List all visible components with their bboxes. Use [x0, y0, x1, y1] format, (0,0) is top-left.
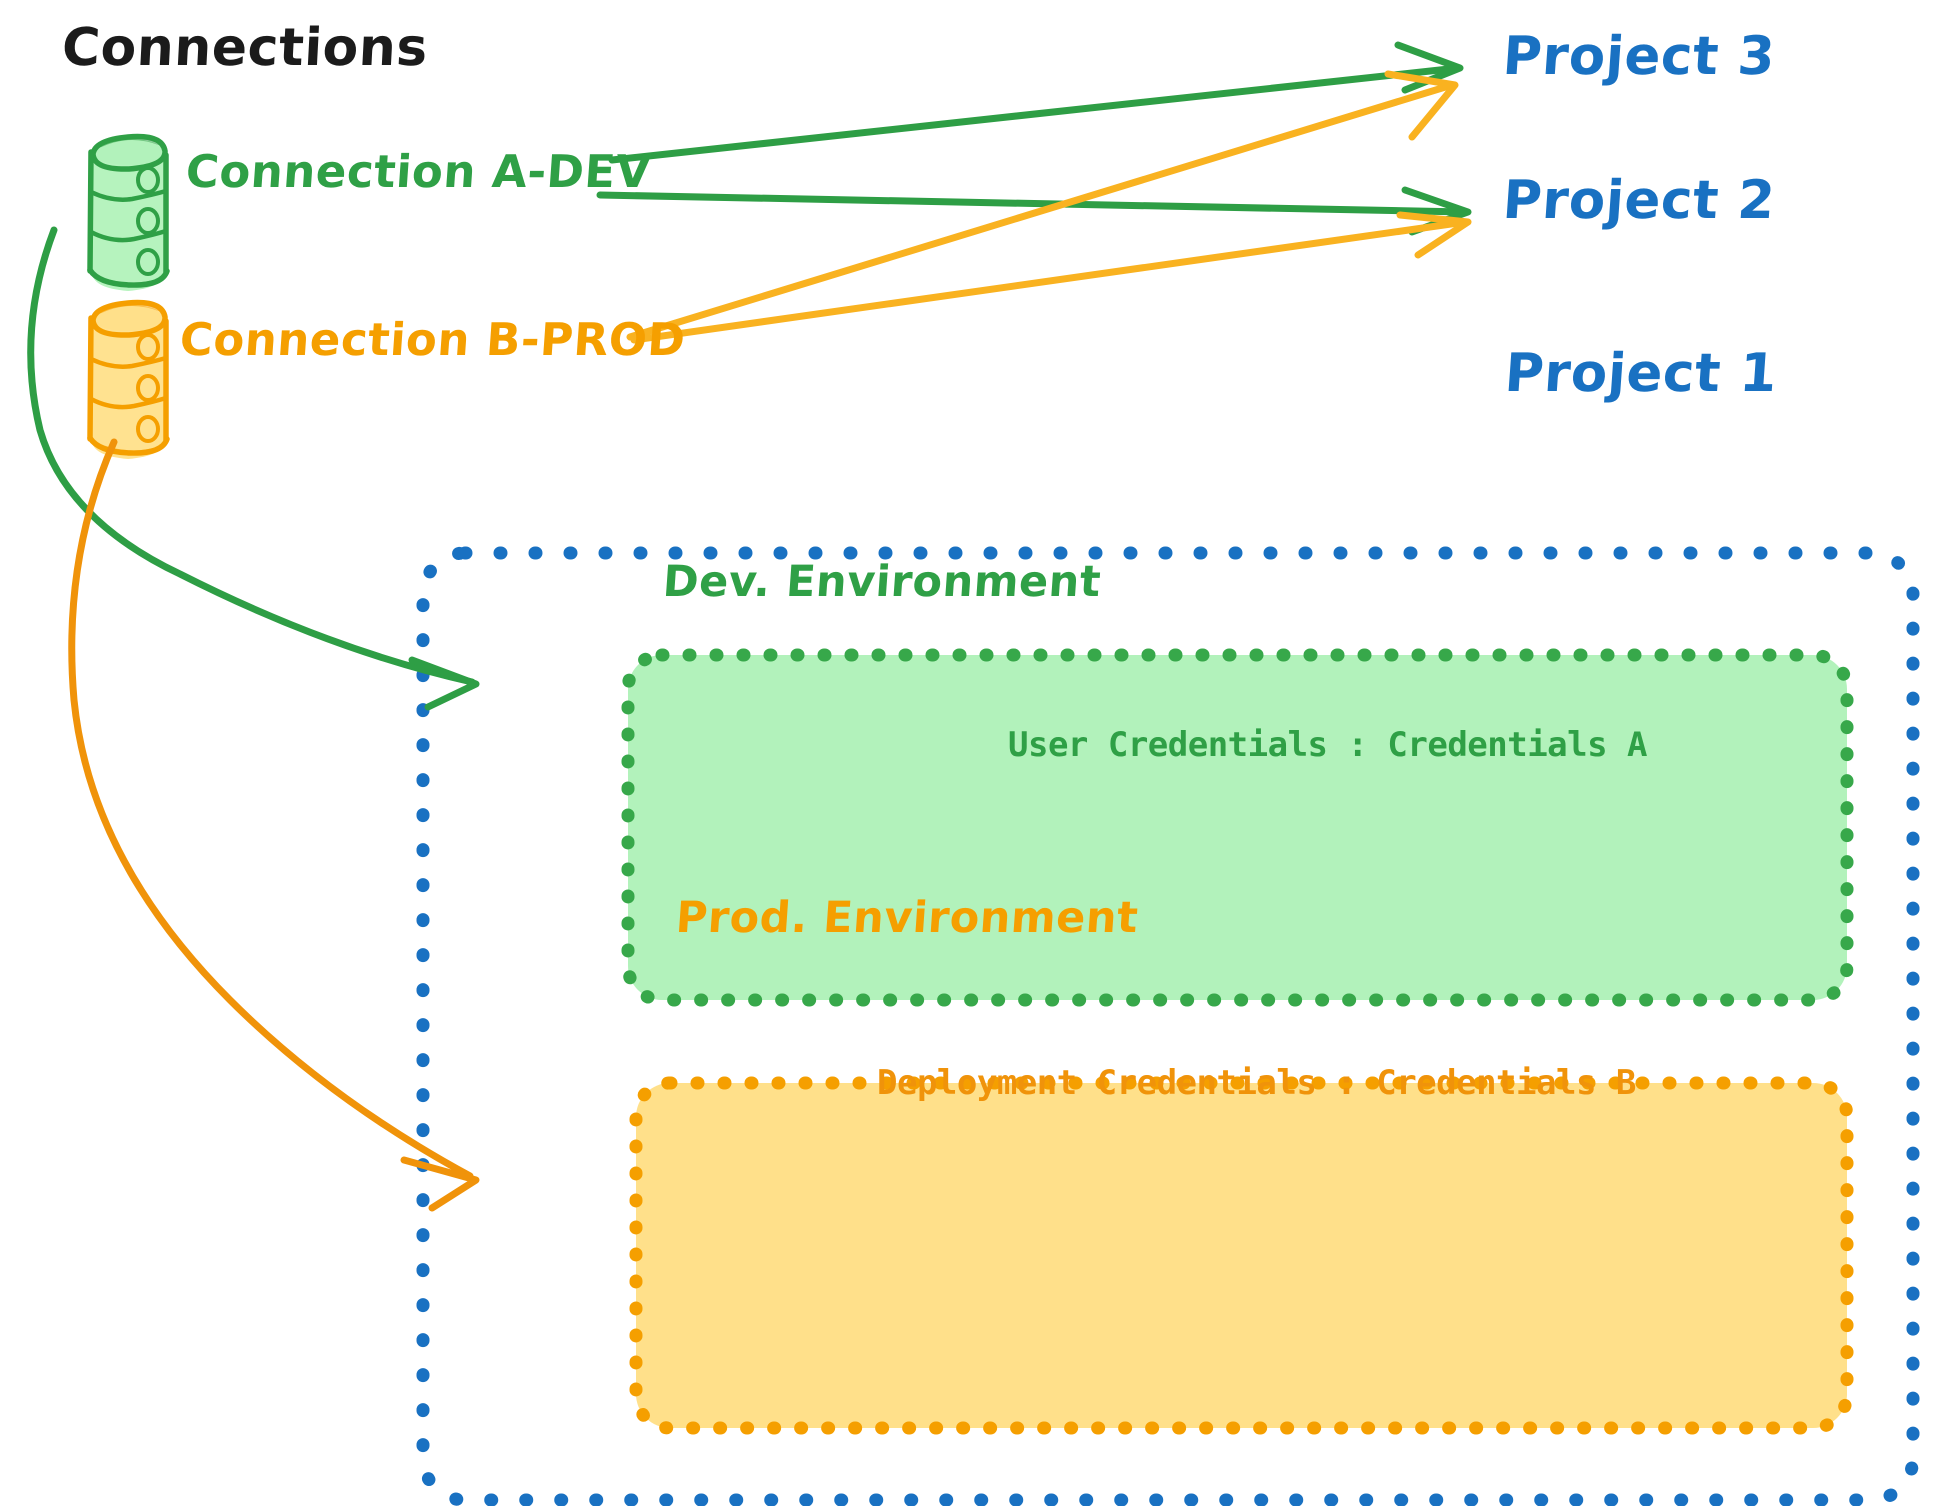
project-2-label[interactable]: Project 2: [1500, 170, 1778, 231]
project-1-label[interactable]: Project 1: [1502, 343, 1780, 404]
edge-b-prod-to-project-3: [626, 70, 1459, 341]
edge-b-prod-to-prod-environment: [68, 438, 480, 1212]
prod-environment-credentials: Deployment Credentials : Credentials B: [877, 1063, 1636, 1103]
dev-environment-credentials: User Credentials : Credentials A: [1008, 725, 1648, 765]
dev-environment-box[interactable]: [621, 648, 1854, 1007]
edge-a-dev-to-dev-environment: [27, 226, 480, 711]
prod-environment-box[interactable]: [629, 1076, 1854, 1435]
connection-a-dev-label[interactable]: Connection A-DEV: [184, 145, 654, 198]
project-3-label[interactable]: Project 3: [1500, 26, 1778, 87]
project-1-boundary[interactable]: [416, 546, 1920, 1506]
database-cylinder-icon-orange[interactable]: [87, 299, 170, 459]
dev-environment-title: Dev. Environment: [661, 557, 1103, 607]
prod-environment-title: Prod. Environment: [674, 893, 1140, 943]
connection-b-prod-label[interactable]: Connection B-PROD: [178, 313, 688, 366]
database-cylinder-icon-green[interactable]: [87, 133, 170, 291]
edge-b-prod-to-project-2: [630, 211, 1472, 344]
page-title: Connections: [60, 18, 430, 78]
edge-a-dev-to-project-3: [608, 41, 1464, 164]
